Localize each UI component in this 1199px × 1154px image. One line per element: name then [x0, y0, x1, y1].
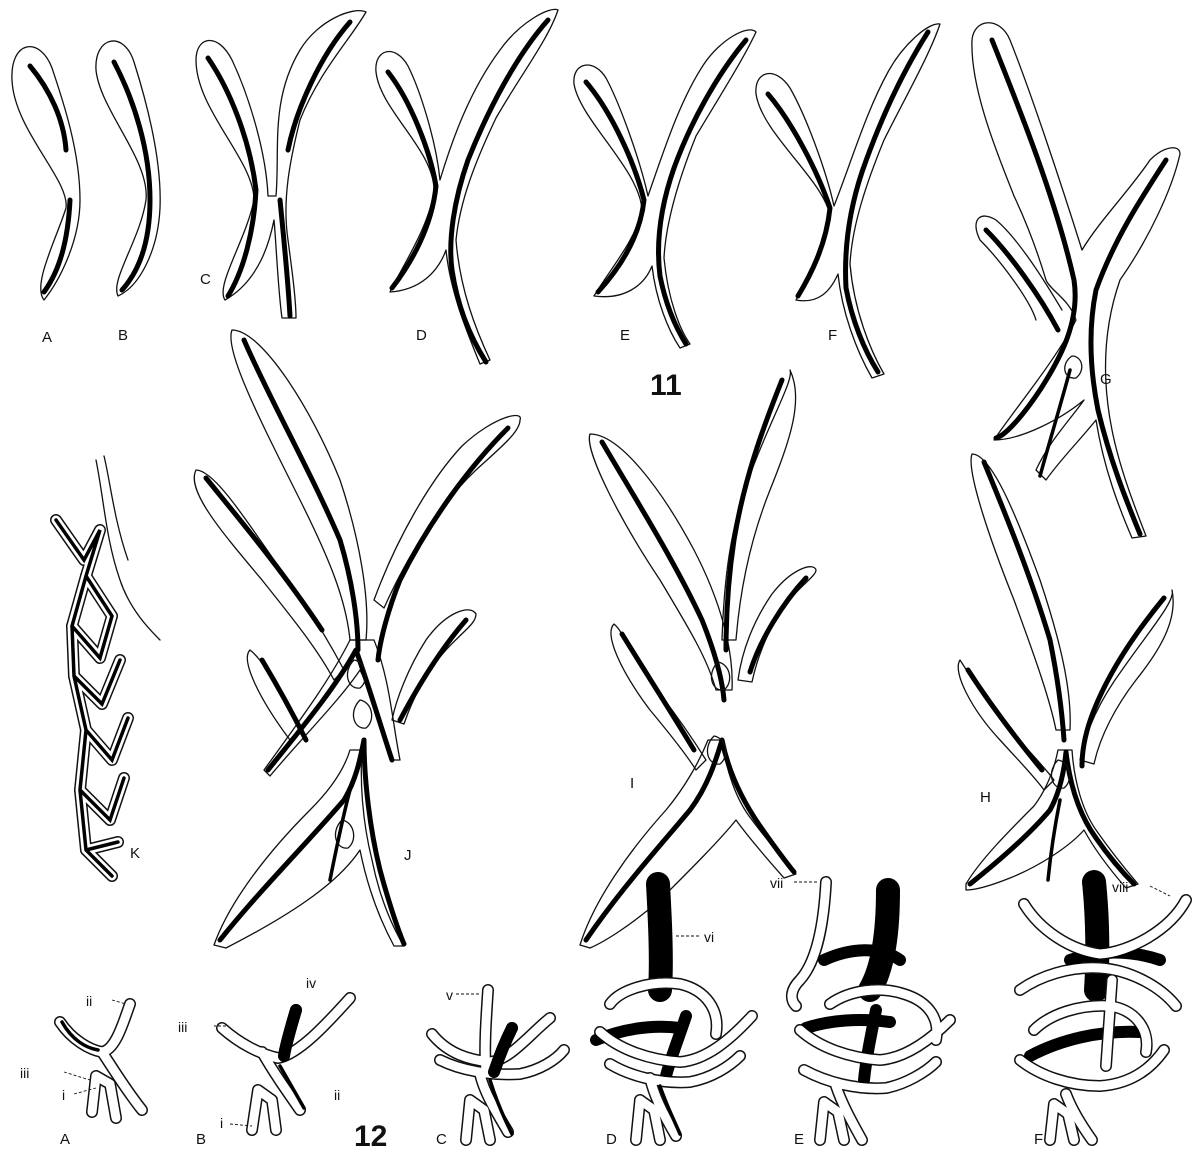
fig12-label-a: A — [60, 1131, 70, 1148]
fig11-label-a: A — [42, 329, 52, 346]
fig11-label-h: H — [980, 789, 991, 806]
fig12-stage-c — [432, 990, 564, 1140]
fig12-label-d: D — [606, 1131, 617, 1148]
fig12a-annot-ii: ii — [86, 993, 92, 1009]
fig11-stage-b — [96, 41, 160, 296]
fig12b-annot-iii: iii — [178, 1019, 187, 1035]
fig12-label-e: E — [794, 1131, 804, 1148]
fig11-stage-k — [56, 456, 160, 876]
fig12-label-f: F — [1034, 1131, 1043, 1148]
fig12-stage-a — [60, 1004, 142, 1118]
figure-number-11: 11 — [650, 369, 682, 402]
fig11-stage-d — [376, 9, 558, 364]
fig11-label-g: G — [1100, 371, 1112, 388]
fig12a-annot-i: i — [62, 1087, 65, 1103]
fig11-stage-j — [194, 330, 520, 948]
fig11-stage-a — [12, 47, 80, 300]
fig12e-annot-vii: vii — [770, 875, 783, 891]
fig11-stage-c — [196, 11, 366, 318]
fig12a-leader-ii — [112, 1000, 126, 1004]
fig11-stage-g — [972, 23, 1180, 538]
fig11-label-k: K — [130, 845, 140, 862]
fig12f-leader-viii — [1150, 886, 1170, 896]
fig11-label-f: F — [828, 327, 837, 344]
fig11-stage-e — [574, 30, 756, 348]
fig12b-annot-iv: iv — [306, 975, 316, 991]
fig12b-annot-i: i — [220, 1115, 223, 1131]
fig11-stage-h — [958, 454, 1173, 890]
fig12-stage-d — [596, 884, 752, 1140]
fig11-stage-f — [756, 24, 940, 378]
fig12d-annot-vi: vi — [704, 929, 714, 945]
fig12a-annot-iii: iii — [20, 1065, 29, 1081]
fig12-stage-b — [222, 998, 350, 1130]
fig12b-annot-ii: ii — [334, 1087, 340, 1103]
fig11-label-d: D — [416, 327, 427, 344]
fig12-stage-e — [792, 882, 950, 1140]
fig11-label-e: E — [620, 327, 630, 344]
fig11-label-j: J — [404, 847, 412, 864]
fig12a-leader-iii — [64, 1072, 90, 1080]
fig12-label-b: B — [196, 1131, 206, 1148]
fig12-stage-f — [1020, 882, 1186, 1140]
figure-number-12: 12 — [354, 1120, 387, 1153]
fig11-label-b: B — [118, 327, 128, 344]
fig11-label-c: C — [200, 271, 211, 288]
fig11-label-i: I — [630, 775, 634, 792]
fig12c-annot-v: v — [446, 987, 453, 1003]
fig12f-annot-viii: viii — [1112, 879, 1128, 895]
fig11-stage-i — [580, 370, 816, 948]
fig12-label-c: C — [436, 1131, 447, 1148]
